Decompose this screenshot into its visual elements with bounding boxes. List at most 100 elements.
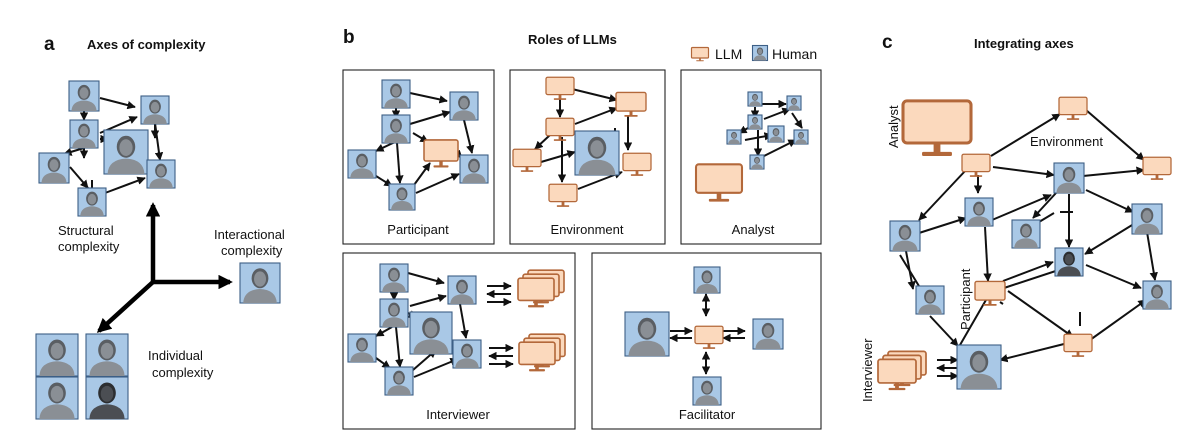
human-icon (452, 339, 482, 369)
arrow-icon (571, 88, 618, 103)
human-icon (38, 152, 70, 184)
arrow-icon (1002, 260, 1054, 282)
human-icon (381, 114, 411, 144)
panel-a-letter: a (44, 34, 55, 55)
human-icon (726, 129, 742, 145)
human-icon (1053, 162, 1085, 194)
human-icon (384, 366, 414, 396)
panel-a-title: Axes of complexity (87, 37, 206, 52)
arrow-icon (407, 272, 445, 286)
individual-label-1: Individual (148, 348, 203, 363)
llm-icon (545, 76, 575, 100)
panel-a: Structural complexity Interactional comp… (58, 202, 285, 380)
arrow-icon (918, 216, 967, 234)
llm-icon (622, 152, 652, 176)
human-icon (1011, 219, 1041, 249)
human-icon (239, 262, 281, 304)
arrow-icon (409, 293, 447, 307)
human-icon (889, 220, 921, 252)
legend-llm-icon (690, 46, 710, 62)
llm-icon (877, 358, 917, 391)
arrow-icon (104, 176, 146, 194)
arrow-icon (1007, 290, 1074, 338)
human-icon (447, 275, 477, 305)
arrow-icon (459, 303, 469, 339)
human-icon (692, 376, 722, 406)
human-icon (693, 266, 721, 294)
panel-b-title: Roles of LLMs (528, 32, 617, 47)
arrow-icon (991, 194, 1052, 221)
human-icon (379, 263, 409, 293)
human-icon (381, 79, 411, 109)
facilitator-label: Facilitator (679, 407, 736, 422)
llm-icon (690, 46, 710, 62)
individual-axis-arrow (96, 280, 155, 333)
llm-icon (901, 99, 973, 156)
human-icon (146, 159, 176, 189)
llm-stack-icon (518, 333, 566, 372)
llm-icon (518, 341, 556, 372)
human-icon (751, 44, 769, 62)
llm-icon (1142, 156, 1172, 180)
arrow-icon (409, 92, 448, 104)
human-icon (388, 183, 416, 211)
human-icon (347, 149, 377, 179)
llm-icon (1063, 333, 1093, 357)
arrow-icon (413, 357, 459, 378)
panel-c-letter: c (882, 32, 893, 53)
human-icon (103, 129, 149, 175)
arrow-icon (409, 110, 451, 125)
human-icon (85, 333, 129, 377)
llm-icon (694, 325, 724, 349)
llm-icon (694, 163, 744, 202)
panel-c-edges (899, 109, 1158, 381)
arrow-icon (1089, 299, 1147, 341)
panel-b-nodes (347, 76, 809, 406)
c-environment-label: Environment (1030, 134, 1103, 149)
human-icon (459, 154, 489, 184)
llm-icon (1058, 96, 1088, 120)
arrow-icon (1084, 221, 1138, 255)
panel-b-edges (375, 88, 803, 378)
arrow-icon (999, 301, 1004, 305)
arrow-icon (1082, 166, 1145, 177)
arrow-icon (395, 326, 404, 368)
human-icon (915, 285, 945, 315)
llm-icon (423, 139, 459, 168)
arrow-icon (375, 357, 391, 369)
human-icon (35, 333, 79, 377)
human-icon (379, 298, 409, 328)
arrow-icon (99, 97, 136, 110)
legend: LLM Human (690, 44, 817, 62)
arrow-icon (992, 166, 1055, 179)
human-icon (767, 125, 785, 143)
arrow-icon (1085, 109, 1145, 161)
arrow-icon (763, 107, 791, 120)
c-interviewer-label: Interviewer (860, 338, 875, 402)
human-icon (347, 333, 377, 363)
llm-icon (517, 277, 555, 308)
human-icon (752, 318, 784, 350)
human-icon (793, 129, 809, 145)
human-icon (77, 187, 107, 217)
panel-c-title: Integrating axes (974, 36, 1074, 51)
arrow-icon (899, 254, 923, 292)
human-icon (69, 119, 99, 149)
human-icon (786, 95, 802, 111)
analyst-label: Analyst (732, 222, 775, 237)
human-icon (449, 91, 479, 121)
llm-stack-icon (877, 350, 927, 391)
human-icon (409, 311, 453, 355)
structural-label-2: complexity (58, 239, 120, 254)
human-icon (68, 80, 100, 112)
arrow-icon (918, 169, 967, 221)
arrow-icon (375, 326, 393, 337)
llm-icon (615, 91, 647, 117)
panel-b-letter: b (343, 27, 355, 48)
arrow-icon (959, 292, 991, 346)
human-icon (747, 114, 763, 130)
arrow-icon (1032, 192, 1057, 219)
arrow-icon (463, 119, 475, 154)
arrow-icon (990, 113, 1061, 157)
